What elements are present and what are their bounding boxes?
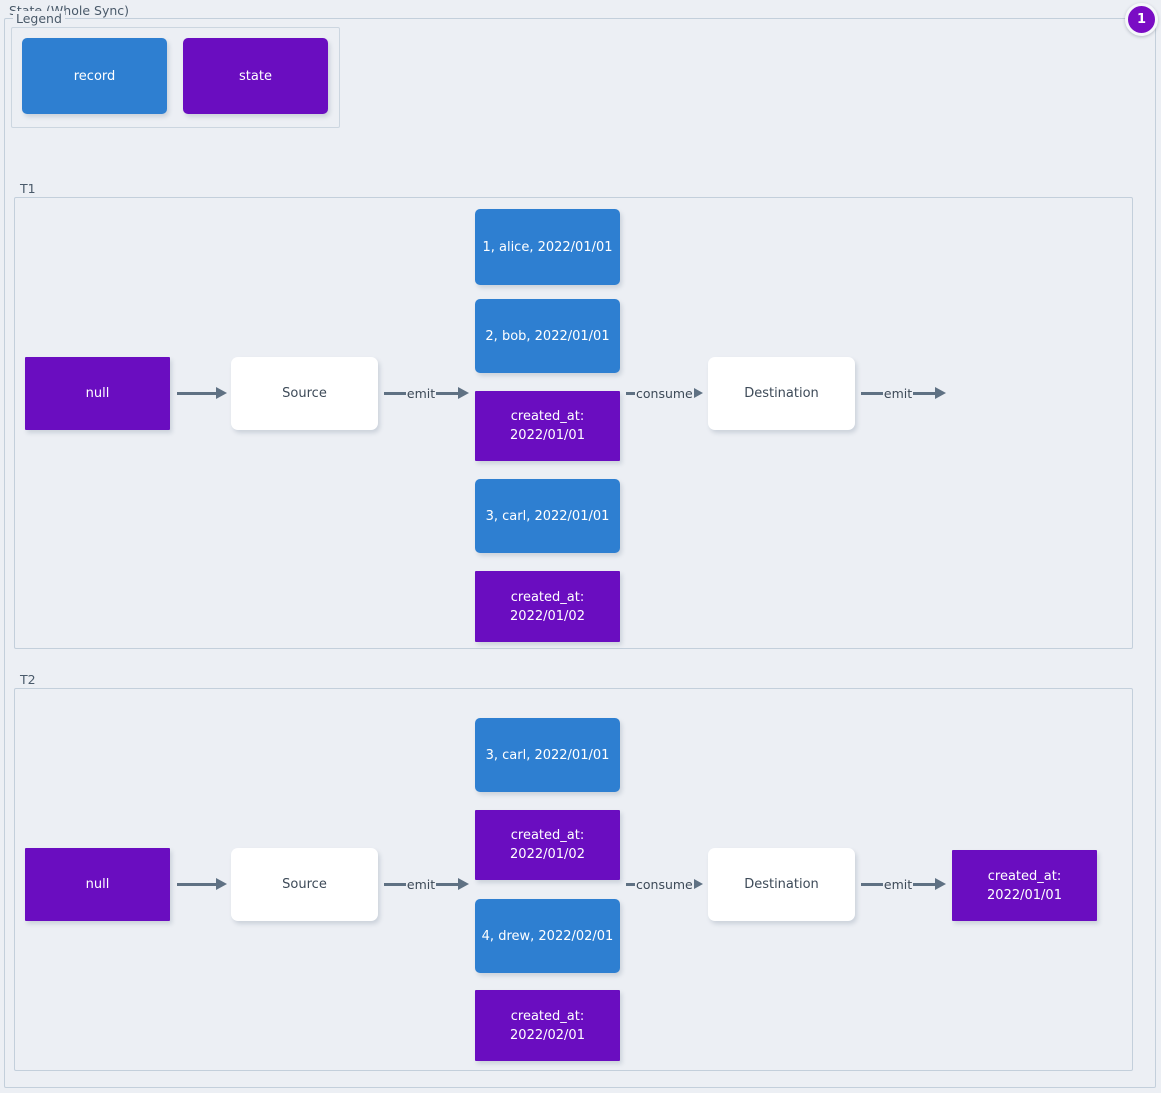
- t1-stream-item-1: 2, bob, 2022/01/01: [475, 299, 620, 373]
- t2-initial-state-node: null: [25, 848, 170, 921]
- t1-source-emit-label: emit: [406, 385, 436, 401]
- legend-group: Legend record state: [11, 11, 340, 128]
- t2-stream-item-3-line2: 2022/02/01: [510, 1027, 585, 1043]
- t2-arrow-source-emit: emit: [384, 873, 469, 895]
- legend-label: Legend: [13, 11, 65, 26]
- t1-destination-node: Destination: [708, 357, 855, 430]
- t2-stream-item-3: created_at: 2022/02/01: [475, 990, 620, 1061]
- t2-stream-item-2: 4, drew, 2022/02/01: [475, 899, 620, 973]
- t2-stream-item-1-line2: 2022/01/02: [510, 847, 585, 862]
- t1-stream-item-3: 3, carl, 2022/01/01: [475, 479, 620, 553]
- t1-dest-emit-label: emit: [883, 385, 913, 401]
- t1-stream-item-2-line1: created_at:: [510, 409, 585, 424]
- t2-dest-emit-label: emit: [883, 876, 913, 892]
- t2-output-line1: created_at:: [987, 868, 1062, 884]
- t2-output-state-node: created_at: 2022/01/01: [952, 850, 1097, 921]
- t2-arrow-dest-emit: emit: [861, 873, 946, 895]
- t2-stream-item-1-line1: created_at:: [510, 828, 585, 843]
- track-label-t1: T1: [17, 181, 39, 196]
- t2-source-emit-label: emit: [406, 876, 436, 892]
- t1-arrow-source-emit: emit: [384, 382, 469, 404]
- legend-swatch-state: state: [183, 38, 328, 114]
- t2-stream-item-3-line1: created_at:: [510, 1008, 585, 1024]
- legend-items: record state: [22, 38, 328, 114]
- t1-consume-label: consume: [636, 385, 693, 401]
- t2-stream-item-0: 3, carl, 2022/01/01: [475, 718, 620, 792]
- t1-stream-item-2: created_at: 2022/01/01: [475, 391, 620, 461]
- t2-arrow-init-to-source: [177, 873, 227, 895]
- t1-stream-item-2-line2: 2022/01/01: [510, 428, 585, 443]
- t1-arrow-dest-emit: emit: [861, 382, 946, 404]
- t2-stream-item-1: created_at: 2022/01/02: [475, 810, 620, 880]
- t1-stream-item-0: 1, alice, 2022/01/01: [475, 209, 620, 285]
- t2-arrow-consume: consume: [626, 873, 705, 895]
- t1-stream-item-4-line2: 2022/01/02: [510, 608, 585, 624]
- t2-source-node: Source: [231, 848, 378, 921]
- t1-source-node: Source: [231, 357, 378, 430]
- t2-consume-label: consume: [636, 876, 693, 892]
- t1-initial-state-node: null: [25, 357, 170, 430]
- t1-stream-item-4: created_at: 2022/01/02: [475, 571, 620, 642]
- t2-output-line2: 2022/01/01: [987, 887, 1062, 903]
- track-label-t2: T2: [17, 672, 39, 687]
- t2-destination-node: Destination: [708, 848, 855, 921]
- t1-stream-item-4-line1: created_at:: [510, 589, 585, 605]
- legend-swatch-record: record: [22, 38, 167, 114]
- t1-arrow-consume: consume: [626, 382, 705, 404]
- t1-arrow-init-to-source: [177, 382, 227, 404]
- notification-badge[interactable]: 1: [1125, 3, 1158, 36]
